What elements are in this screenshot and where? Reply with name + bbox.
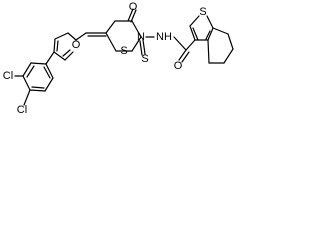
molecule-drawing: O N NH O S S O S Cl Cl <box>3 1 234 116</box>
structure-diagram: O N NH O S S O S Cl Cl <box>0 0 242 155</box>
cyclohexene-ring <box>207 27 234 64</box>
atom-label-cl-top: Cl <box>3 70 13 82</box>
atom-label-cl-bottom: Cl <box>17 104 27 116</box>
atom-label-o-amide: O <box>174 60 183 72</box>
atom-label-o-furan: O <box>72 39 81 51</box>
amide-group <box>173 36 196 63</box>
furan-ring <box>53 32 87 61</box>
exocyclic-alkene <box>85 32 107 37</box>
thiophene-ring <box>189 15 214 41</box>
atom-labels: O N NH O S S O S Cl Cl <box>3 1 207 116</box>
thiazolidinone-ring <box>105 8 155 56</box>
dichlorophenyl-ring <box>14 51 55 106</box>
atom-label-nh: NH <box>156 31 172 43</box>
atom-label-n-ring: N <box>137 31 145 43</box>
atom-label-s-thione: S <box>141 53 148 65</box>
atom-label-s-ring: S <box>120 45 127 57</box>
atom-label-s-thiophene: S <box>199 6 206 18</box>
atom-label-o-carbonyl-ring: O <box>129 1 138 13</box>
